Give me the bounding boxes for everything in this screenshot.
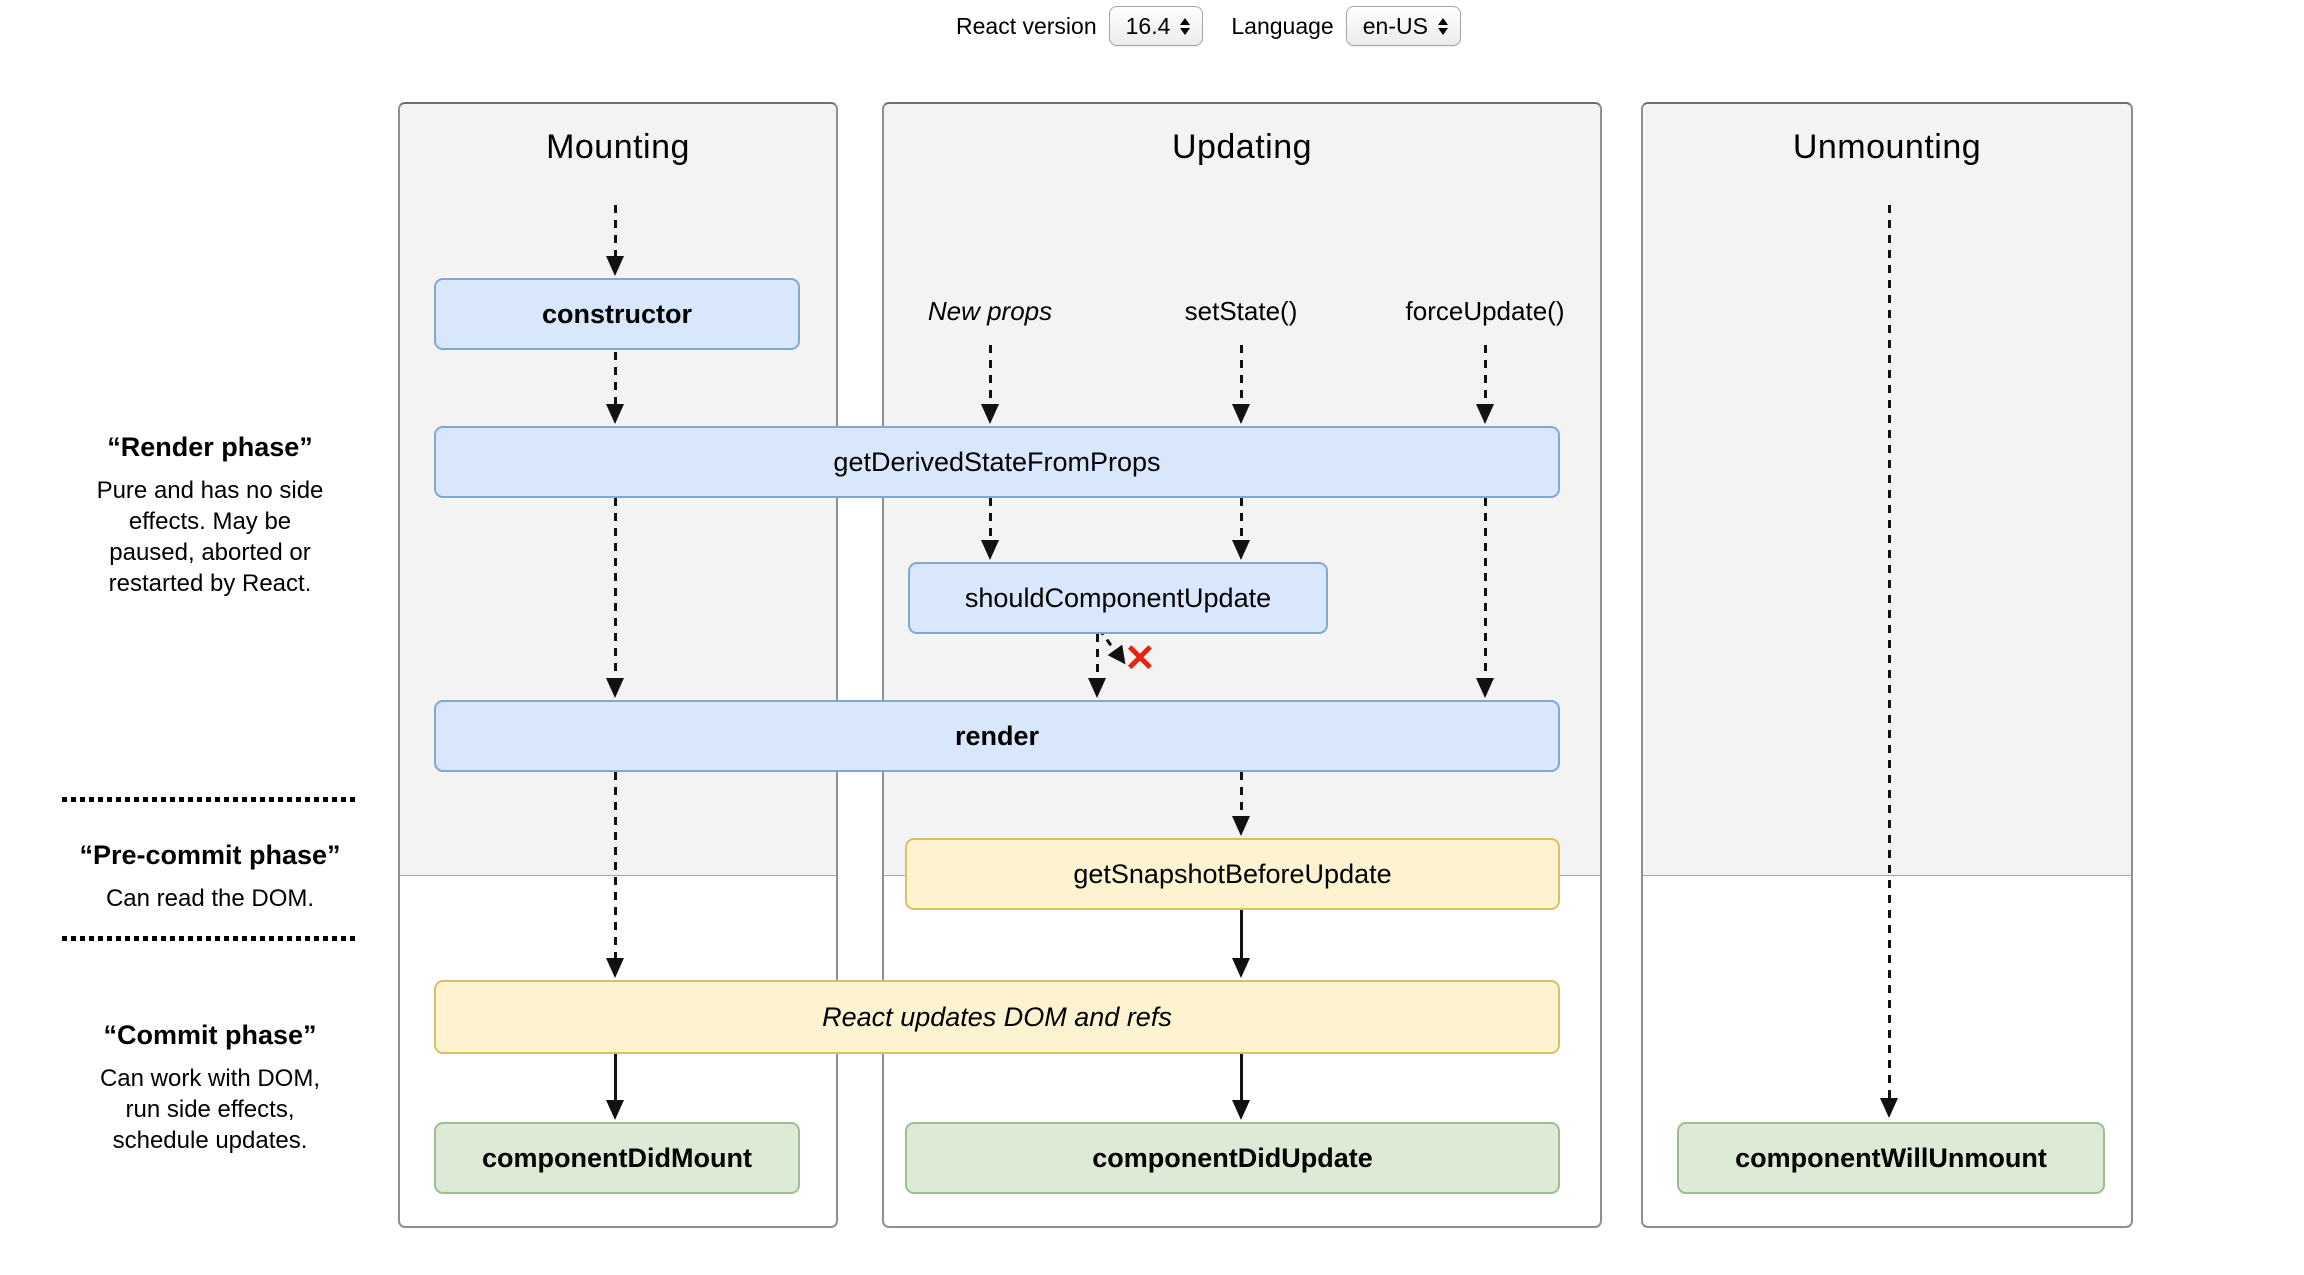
method-component-did-update[interactable]: componentDidUpdate [905,1122,1560,1194]
render-phase-background [1643,104,2131,876]
arrowhead-icon [606,256,624,276]
arrow-scu-true-to-render [1096,634,1099,678]
arrowhead-icon [1232,404,1250,424]
arrowhead-icon [606,678,624,698]
commit-phase-title: “Commit phase” [103,1020,317,1050]
arrowhead-icon [606,1100,624,1120]
no-rerender-x-icon: ✕ [1124,638,1156,680]
arrow-gdsfp-to-render-mount [614,498,617,678]
column-unmounting: Unmounting [1641,102,2133,1228]
arrowhead-icon [1232,816,1250,836]
trigger-force-update: forceUpdate() [1405,296,1565,326]
method-component-did-mount[interactable]: componentDidMount [434,1122,800,1194]
arrowhead-icon [1880,1098,1898,1118]
arrowhead-icon [606,404,624,424]
arrow-unmount [1888,205,1891,1098]
arrow-force-update [1484,345,1487,404]
toolbar: React version 16.4 Language en-US [956,4,1461,48]
select-spinner-icon [1180,17,1191,35]
arrowhead-icon [1088,678,1106,698]
arrowhead-icon [981,540,999,560]
trigger-set-state: setState() [1184,296,1298,326]
arrow-force-update-to-render [1484,498,1487,678]
arrowhead-icon [1232,540,1250,560]
react-version-label: React version [956,12,1097,39]
arrow-dom-to-cdu [1240,1054,1243,1100]
arrow-new-props [989,345,992,404]
arrowhead-icon [981,404,999,424]
method-component-will-unmount[interactable]: componentWillUnmount [1677,1122,2105,1194]
method-get-derived-state-from-props[interactable]: getDerivedStateFromProps [434,426,1560,498]
commit-phase-description: Can work with DOM, run side effects, sch… [99,1065,321,1154]
pre-commit-phase-description: Can read the DOM. [105,885,315,912]
arrow-gdsfp-to-scu-left [989,498,992,540]
method-render[interactable]: render [434,700,1560,772]
commit-phase-label: “Commit phase” Can work with DOM, run si… [50,1020,370,1156]
phase-separator [62,936,358,941]
arrow-dom-to-cdm [614,1054,617,1100]
method-constructor[interactable]: constructor [434,278,800,350]
language-value: en-US [1362,12,1428,39]
render-phase-title: “Render phase” [107,432,313,462]
select-spinner-icon [1437,17,1448,35]
phase-separator [62,797,358,802]
language-select[interactable]: en-US [1345,6,1461,46]
column-title-updating: Updating [1171,128,1313,166]
trigger-new-props: New props [927,296,1053,326]
arrowhead-icon [606,958,624,978]
method-get-snapshot-before-update[interactable]: getSnapshotBeforeUpdate [905,838,1560,910]
arrow-mount-start [614,205,617,256]
arrow-render-to-commit-mount [614,772,617,958]
pre-commit-phase-label: “Pre-commit phase” Can read the DOM. [50,840,370,914]
arrowhead-icon [1476,678,1494,698]
pre-commit-phase-title: “Pre-commit phase” [79,840,341,870]
arrowhead-icon [1232,1100,1250,1120]
arrowhead-icon [1232,958,1250,978]
column-title-unmounting: Unmounting [1792,128,1982,166]
arrow-render-to-gsbu [1240,772,1243,816]
arrowhead-icon [1476,404,1494,424]
arrow-constructor-to-gdsfp [614,352,617,404]
arrow-set-state [1240,345,1243,404]
render-phase-label: “Render phase” Pure and has no side effe… [50,432,370,599]
column-title-mounting: Mounting [546,128,690,166]
react-version-select[interactable]: 16.4 [1108,6,1204,46]
react-version-value: 16.4 [1125,12,1171,39]
arrow-gsbu-to-dom [1240,910,1243,958]
method-should-component-update[interactable]: shouldComponentUpdate [908,562,1328,634]
language-label: Language [1231,12,1334,39]
react-updates-dom-step: React updates DOM and refs [434,980,1560,1054]
arrow-gdsfp-to-scu-right [1240,498,1243,540]
render-phase-description: Pure and has no side effects. May be pau… [96,477,324,597]
